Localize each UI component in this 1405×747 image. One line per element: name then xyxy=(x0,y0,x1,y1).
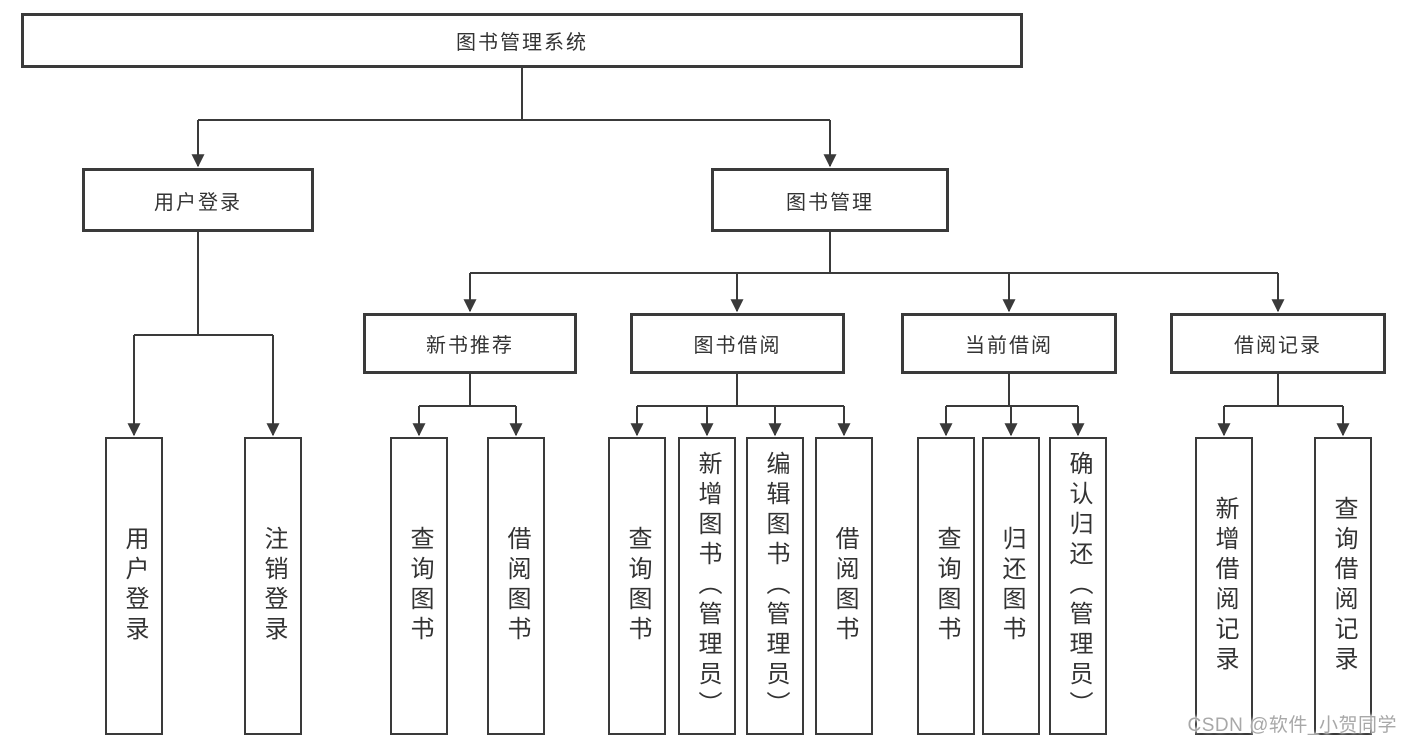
connector-root-to-level2 xyxy=(198,68,830,121)
node-label: 查询借阅记录 xyxy=(1330,496,1357,676)
node-label: 归还图书 xyxy=(998,526,1025,646)
node-label: 查询图书 xyxy=(406,526,433,646)
leaf-user-login: 用户登录 xyxy=(105,437,163,735)
node-label: 查询图书 xyxy=(933,526,960,646)
node-root-library-system: 图书管理系统 xyxy=(21,13,1023,68)
connector-new-book-recommend-to-children xyxy=(419,374,516,407)
leaf-query-borrow-record: 查询借阅记录 xyxy=(1314,437,1372,735)
node-label: 借阅图书 xyxy=(831,526,858,646)
leaf-borrow-books-2: 借阅图书 xyxy=(815,437,873,735)
connector-current-borrow-to-children xyxy=(946,374,1078,407)
node-book-borrow: 图书借阅 xyxy=(630,313,845,374)
node-label: 编辑图书（管理员） xyxy=(762,451,789,721)
leaf-edit-books-admin: 编辑图书（管理员） xyxy=(746,437,804,735)
node-label: 图书管理 xyxy=(786,191,874,214)
node-label: 用户登录 xyxy=(154,191,242,214)
node-label: 新增借阅记录 xyxy=(1211,496,1238,676)
leaf-add-books-admin: 新增图书（管理员） xyxy=(678,437,736,735)
node-label: 当前借阅 xyxy=(965,335,1053,357)
node-new-book-recommend: 新书推荐 xyxy=(363,313,577,374)
node-label: 借阅记录 xyxy=(1234,335,1322,357)
leaf-query-books-2: 查询图书 xyxy=(608,437,666,735)
leaf-confirm-return-admin: 确认归还（管理员） xyxy=(1049,437,1107,735)
node-label: 借阅图书 xyxy=(503,526,530,646)
node-label: 用户登录 xyxy=(121,526,148,646)
node-label: 新书推荐 xyxy=(426,335,514,357)
node-label: 图书管理系统 xyxy=(456,32,588,54)
leaf-query-books-1: 查询图书 xyxy=(390,437,448,735)
connector-user-login-to-children xyxy=(134,232,273,336)
leaf-return-books: 归还图书 xyxy=(982,437,1040,735)
node-label: 查询图书 xyxy=(624,526,651,646)
leaf-logout: 注销登录 xyxy=(244,437,302,735)
connector-borrow-records-to-children xyxy=(1224,374,1343,407)
connector-book-management-to-sections xyxy=(470,232,1278,274)
csdn-watermark: CSDN @软件_小贺同学 xyxy=(1187,715,1397,736)
node-label: 注销登录 xyxy=(260,526,287,646)
node-label: 确认归还（管理员） xyxy=(1065,451,1092,721)
leaf-add-borrow-record: 新增借阅记录 xyxy=(1195,437,1253,735)
node-current-borrow: 当前借阅 xyxy=(901,313,1117,374)
node-label: 新增图书（管理员） xyxy=(694,451,721,721)
node-borrow-records: 借阅记录 xyxy=(1170,313,1386,374)
leaf-query-books-3: 查询图书 xyxy=(917,437,975,735)
node-label: 图书借阅 xyxy=(693,335,782,357)
leaf-borrow-books-1: 借阅图书 xyxy=(487,437,545,735)
node-book-management: 图书管理 xyxy=(711,168,949,232)
connector-book-borrow-to-children xyxy=(637,374,844,407)
node-user-login: 用户登录 xyxy=(82,168,314,232)
